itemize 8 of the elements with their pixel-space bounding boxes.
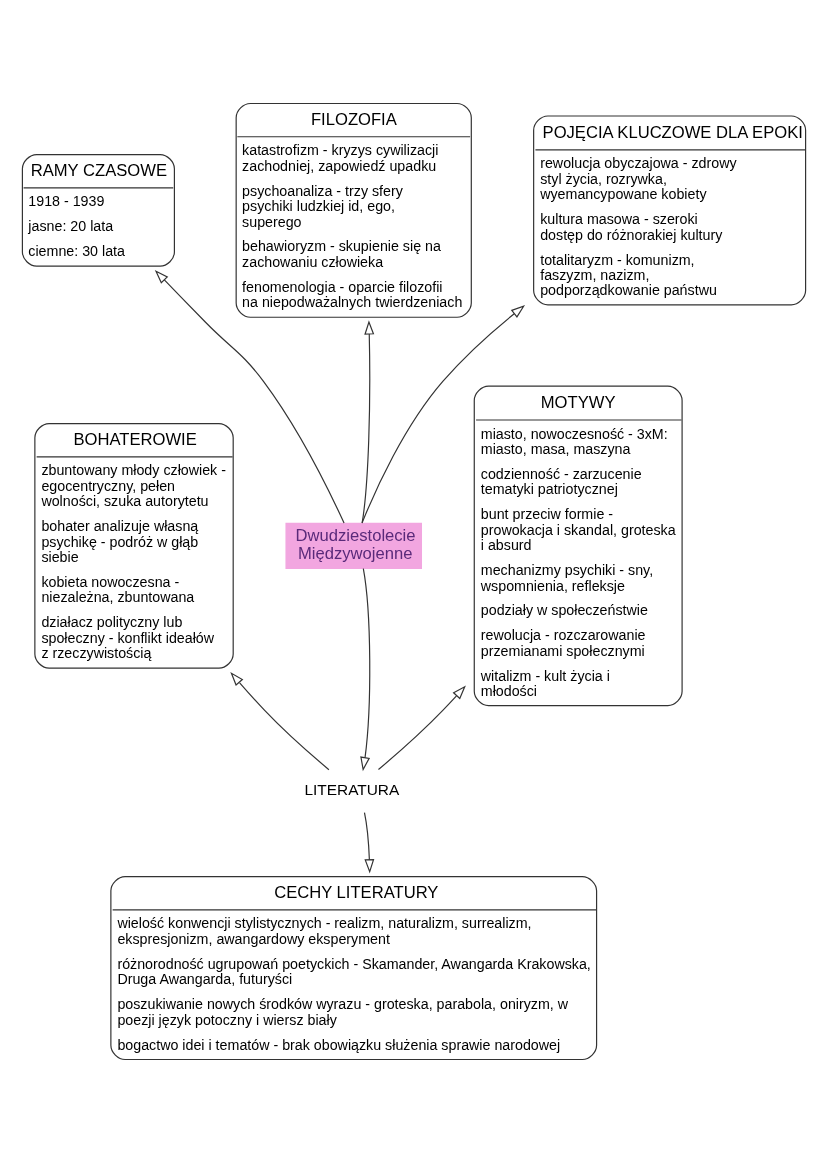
node-box: Dwudziestolecie Międzywojenne [285, 522, 422, 570]
arrow [361, 305, 526, 524]
arrow [154, 269, 345, 524]
arrow [230, 671, 330, 771]
arrow [360, 568, 371, 772]
arrow [377, 685, 466, 771]
arrow [363, 812, 375, 874]
node-text: LITERATURA [304, 781, 400, 799]
